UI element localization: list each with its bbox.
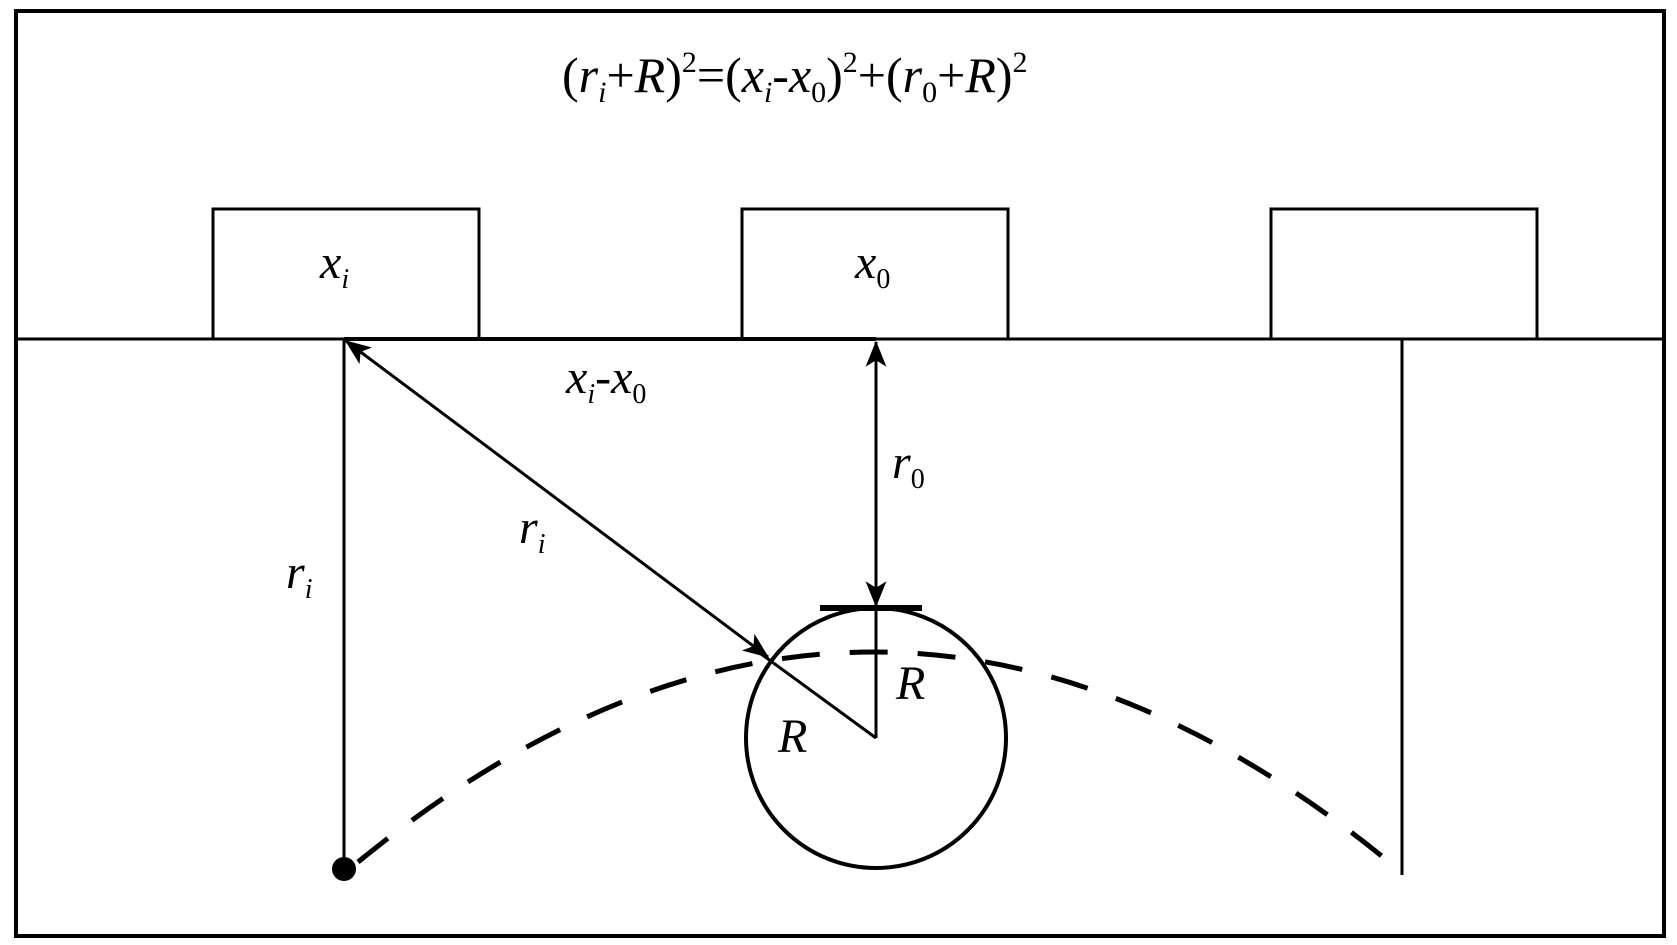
label-xi-minus-x0: xi-x0 [565, 351, 646, 410]
formula: (ri+R)2=(xi-x0)2+(r0+R)2 [562, 46, 1028, 109]
block-right [1269, 207, 1539, 341]
label-r0: r0 [892, 436, 925, 495]
outer-frame [14, 9, 1666, 938]
label-R-left: R [777, 710, 807, 763]
label-ri-diagonal: ri [519, 501, 545, 560]
ri-diagonal-arrow [344, 339, 770, 659]
source-point [332, 857, 356, 881]
label-R-right: R [895, 657, 925, 710]
radius-diagonal [756, 649, 877, 740]
label-xi: xi [319, 236, 349, 295]
label-x0: x0 [854, 236, 890, 295]
label-ri-vertical: ri [286, 546, 312, 605]
